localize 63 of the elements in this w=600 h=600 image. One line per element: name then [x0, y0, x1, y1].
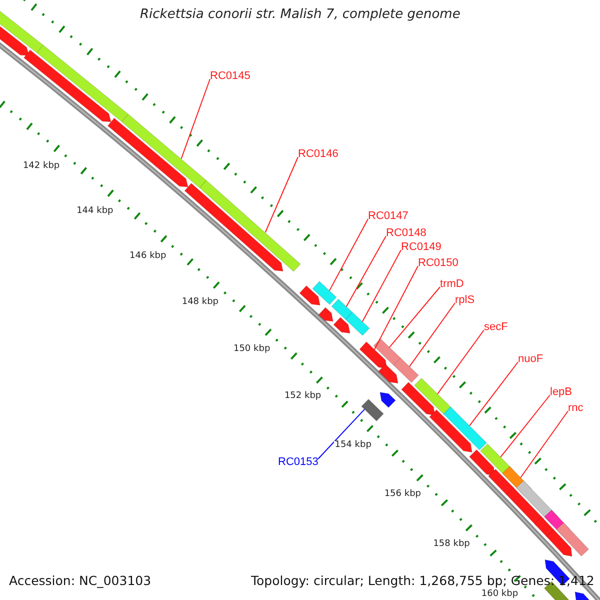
leader-line	[520, 410, 568, 478]
gene-label: RC0150	[418, 257, 458, 270]
leader-line	[469, 362, 518, 426]
scale-label: 150 kbp	[232, 344, 272, 355]
gene-feature	[393, 357, 419, 383]
gene-feature	[23, 50, 112, 122]
gene-feature	[121, 114, 207, 188]
gene-feature	[331, 298, 353, 320]
scale-label: 158 kbp	[432, 540, 471, 550]
scale-label: 144 kbp	[76, 206, 114, 216]
gene-label: nuoF	[518, 353, 544, 366]
scale-label: 156 kbp	[383, 490, 422, 500]
gene-label: lepB	[550, 386, 572, 398]
scale-label: 142 kbp	[22, 162, 61, 172]
leader-line	[374, 266, 418, 350]
accession-text: Accession: NC_003103	[9, 574, 152, 588]
leader-line	[318, 408, 366, 460]
gene-feature	[199, 180, 301, 272]
leader-line	[180, 78, 210, 160]
scale-label: 154 kbp	[334, 440, 372, 451]
leader-line	[362, 250, 402, 322]
gene-label: RC0153	[278, 456, 318, 468]
gene-feature	[184, 182, 284, 272]
leader-line	[328, 218, 368, 292]
gene-label: trmD	[440, 278, 464, 290]
gene-feature	[380, 392, 396, 408]
gene-label: RC0148	[386, 227, 426, 240]
scale-label: 152 kbp	[283, 392, 322, 402]
gene-label: RC0147	[368, 210, 408, 222]
scale-label: 148 kbp	[180, 298, 220, 308]
gene-feature	[36, 44, 129, 122]
scale-label: 160 kbp	[480, 590, 520, 600]
gene-feature	[468, 449, 496, 476]
gene-label: RC0145	[210, 70, 250, 82]
gene-feature	[443, 406, 488, 450]
gene-feature	[312, 280, 337, 305]
gene-feature	[318, 307, 334, 322]
scale-label: 146 kbp	[128, 252, 168, 262]
leader-line	[500, 394, 550, 458]
gene-feature	[401, 382, 436, 416]
leader-line	[408, 302, 456, 368]
gene-feature	[373, 338, 401, 366]
gene-feature	[345, 312, 370, 336]
gene-feature	[429, 409, 472, 453]
gene-feature	[546, 529, 572, 557]
leader-line	[437, 330, 484, 394]
gene-label: RC0146	[298, 148, 338, 160]
gene-feature	[414, 378, 452, 416]
leader-line	[264, 156, 298, 233]
gene-feature	[299, 285, 320, 306]
map-title: Rickettsia conorii str. Malish 7, complete genome	[140, 8, 460, 22]
gene-label: rnc	[568, 402, 584, 414]
gene-feature	[107, 118, 188, 188]
gene-feature	[359, 341, 388, 369]
gene-feature	[361, 398, 384, 422]
gene-feature	[556, 522, 590, 557]
leader-line	[388, 286, 440, 348]
gene-label: RC0149	[401, 241, 442, 254]
leader-line	[346, 236, 386, 308]
gene-feature	[333, 316, 350, 334]
gene-label: rplS	[455, 294, 475, 306]
gene-label: secF	[484, 321, 508, 334]
gene-feature	[378, 364, 398, 384]
